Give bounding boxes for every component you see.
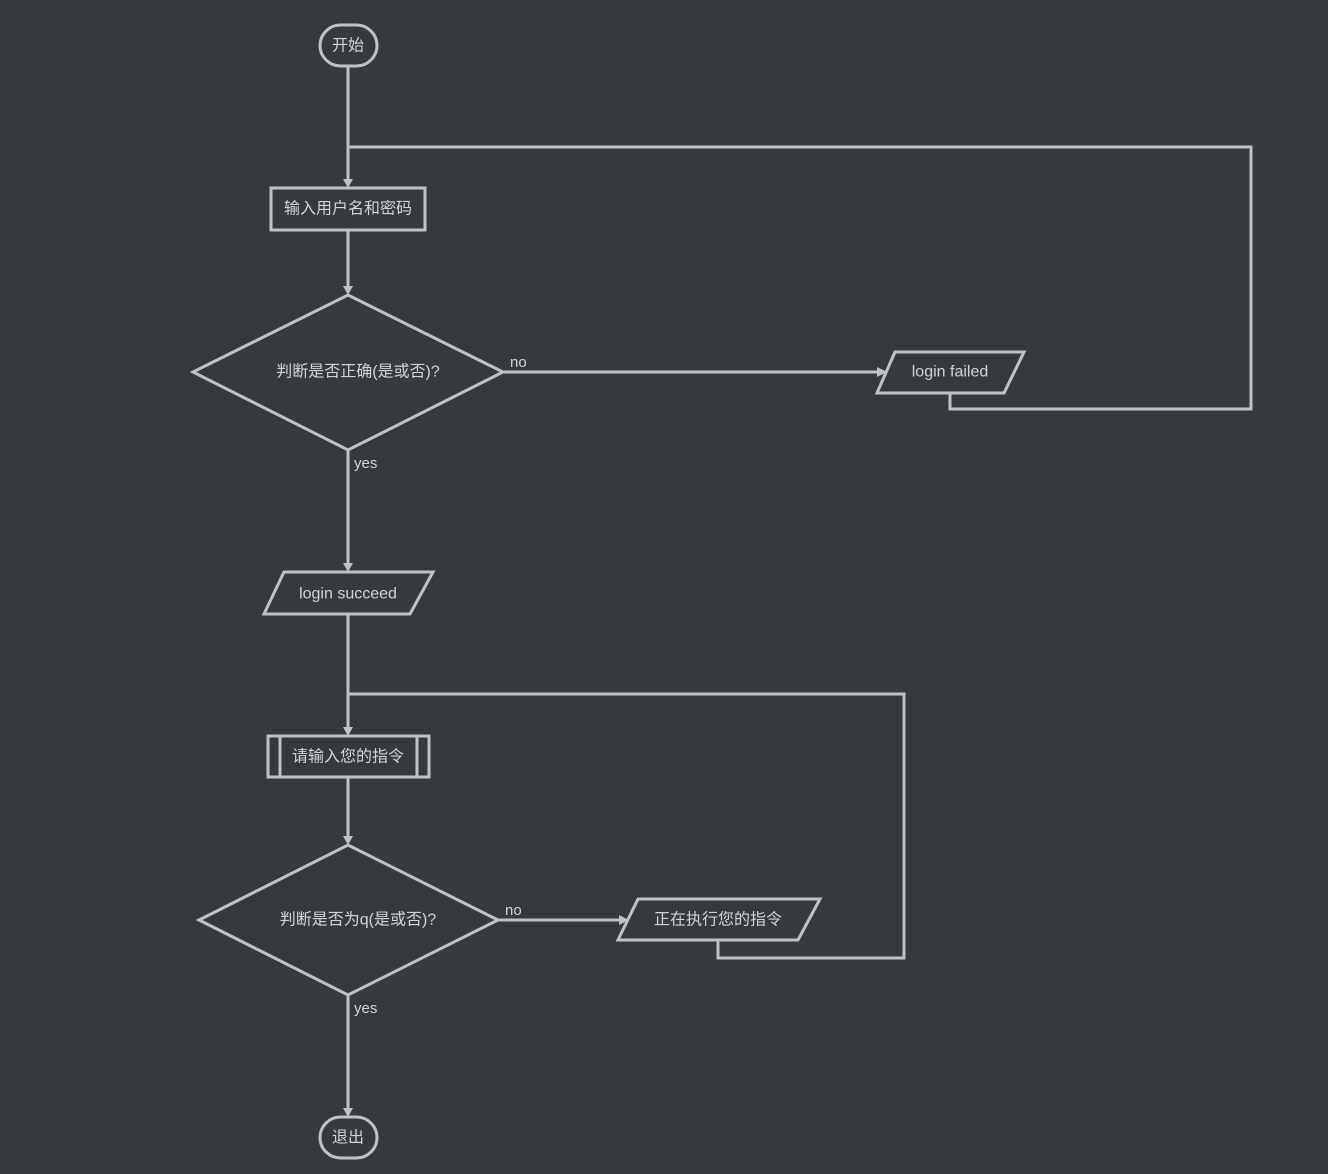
check-quit-label: 判断是否为q(是或否)?: [280, 911, 437, 929]
arrowhead-quit-check: [343, 836, 353, 845]
login-succeed-parallelogram: [261, 570, 436, 616]
arrowhead-input: [343, 179, 353, 188]
input-credentials-shape: [269, 186, 427, 232]
node-executing-command[interactable]: 正在执行您的指令: [615, 897, 823, 942]
start-terminal-shape: [318, 23, 379, 68]
arrowhead-command: [343, 727, 353, 736]
node-input-credentials[interactable]: 输入用户名和密码: [269, 186, 427, 232]
arrowhead-executing: [619, 915, 629, 925]
check-credentials-diamond: [189, 293, 507, 452]
input-credentials-label: 输入用户名和密码: [284, 200, 412, 218]
node-exit[interactable]: 退出: [318, 1115, 379, 1160]
node-login-failed[interactable]: login failed: [874, 350, 1027, 395]
login-failed-label: login failed: [912, 364, 989, 381]
login-succeed-label: login succeed: [299, 586, 397, 603]
arrowhead-succeed: [343, 563, 353, 572]
edge-label-check-no: no: [510, 354, 527, 371]
edge-label-quit-no: no: [505, 902, 522, 919]
edge-executing-loop-back: [348, 692, 906, 960]
node-check-credentials[interactable]: 判断是否正确(是或否)?: [189, 293, 507, 452]
executing-command-label: 正在执行您的指令: [654, 911, 782, 929]
edge-label-quit-yes: yes: [354, 1000, 377, 1017]
node-enter-command[interactable]: 请输入您的指令: [266, 734, 431, 779]
check-credentials-label: 判断是否正确(是或否)?: [276, 363, 440, 381]
node-check-quit[interactable]: 判断是否为q(是或否)?: [195, 843, 502, 997]
enter-command-label: 请输入您的指令: [292, 748, 404, 766]
edge-failed-loop-back: [348, 145, 1253, 411]
exit-terminal-shape: [318, 1115, 379, 1160]
check-quit-diamond: [195, 843, 502, 997]
edges: [343, 67, 1253, 1117]
login-failed-parallelogram: [874, 350, 1027, 395]
exit-label: 退出: [332, 1129, 364, 1147]
executing-command-parallelogram: [615, 897, 823, 942]
edge-label-check-yes: yes: [354, 455, 377, 472]
arrowhead-exit: [343, 1108, 353, 1117]
arrowhead-check: [343, 286, 353, 295]
enter-command-shape: [266, 734, 431, 779]
arrowhead-failed: [877, 367, 887, 377]
node-start[interactable]: 开始: [318, 23, 379, 68]
start-label: 开始: [332, 37, 364, 55]
node-login-succeed[interactable]: login succeed: [261, 570, 436, 616]
